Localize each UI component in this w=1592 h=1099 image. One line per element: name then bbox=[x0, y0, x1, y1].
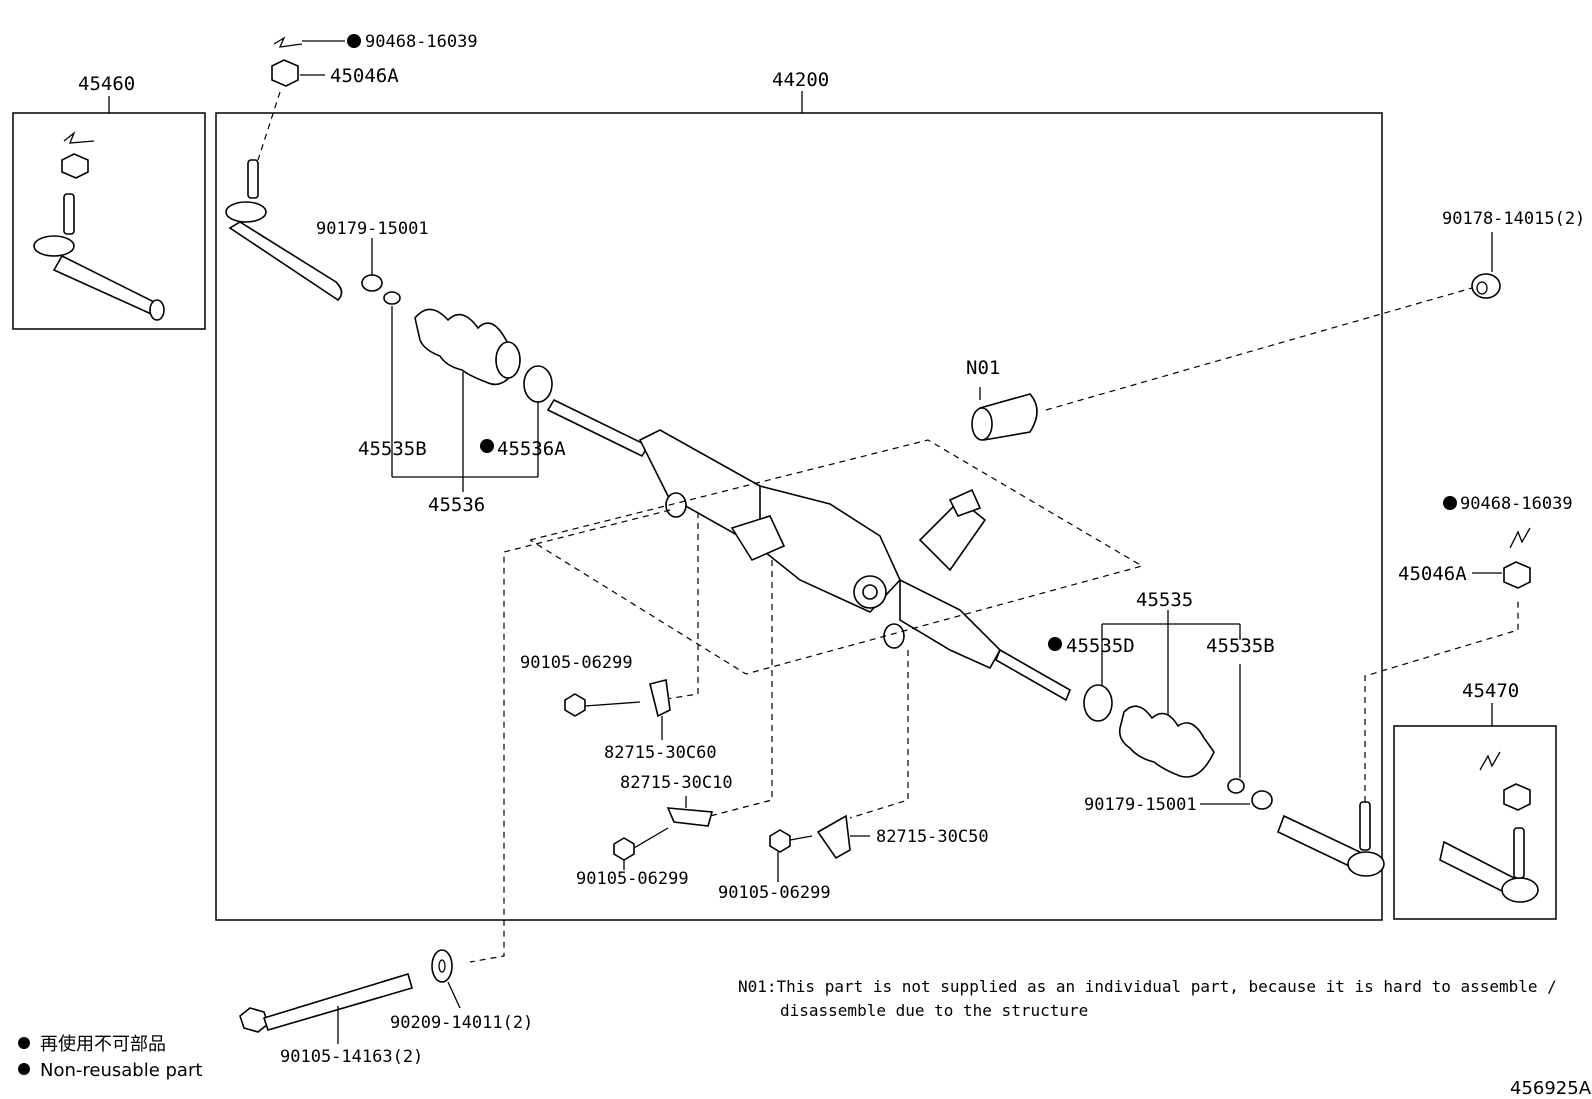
tie-rod-end-left-main bbox=[225, 159, 343, 302]
label-nut-right: 45046A bbox=[1398, 563, 1467, 585]
label-bolt-2: 90105-06299 bbox=[576, 869, 689, 889]
legend-english: Non-reusable part bbox=[40, 1060, 202, 1081]
cotter-pin-right-icon bbox=[1443, 496, 1531, 549]
label-bracket-3: 82715-30C50 bbox=[876, 827, 989, 847]
label-45460: 45460 bbox=[78, 73, 135, 95]
note-line-2: disassemble due to the structure bbox=[780, 1001, 1088, 1020]
tie-rod-end-right-main bbox=[1276, 801, 1385, 877]
non-reusable-dot-45535D bbox=[1048, 637, 1062, 651]
legend-dot-jp bbox=[18, 1037, 30, 1049]
legend-japanese: 再使用不可部品 bbox=[40, 1034, 166, 1055]
boot-right-illustration bbox=[1118, 705, 1215, 778]
note-line-1: N01:This part is not supplied as an indi… bbox=[738, 977, 1557, 996]
box-44200 bbox=[215, 112, 1383, 921]
mount-bolt-icon bbox=[239, 972, 413, 1044]
label-clamp-left: 45536A bbox=[497, 438, 566, 460]
bushing-n01-icon bbox=[971, 387, 1038, 441]
label-cotter-pin-right: 90468-16039 bbox=[1460, 494, 1573, 514]
cotter-pin-left-icon bbox=[273, 34, 361, 48]
figure-id: 456925A bbox=[1510, 1078, 1592, 1099]
box-45470 bbox=[1393, 725, 1557, 920]
label-bushing-right: 90178-14015(2) bbox=[1442, 209, 1585, 229]
tie-rod-end-right-illustration bbox=[1439, 751, 1539, 903]
label-44200: 44200 bbox=[772, 69, 829, 91]
label-clamp-right: 45535D bbox=[1066, 635, 1135, 657]
steering-rack-illustration bbox=[546, 398, 1072, 702]
clip-right-icon bbox=[1227, 778, 1245, 794]
label-lock-nut-right: 90179-15001 bbox=[1084, 795, 1197, 815]
label-boot-right: 45535B bbox=[1206, 635, 1275, 657]
bracket-3-icon bbox=[816, 814, 870, 860]
leader-tree-45536 bbox=[391, 306, 539, 492]
clamp-left-icon bbox=[523, 365, 553, 403]
lock-nut-left-icon bbox=[361, 238, 383, 292]
label-lock-nut-left: 90179-15001 bbox=[316, 219, 429, 239]
bracket-1-icon bbox=[649, 679, 671, 740]
nut-left-icon bbox=[271, 59, 325, 87]
bolt-2-icon bbox=[613, 827, 669, 870]
bushing-right-icon bbox=[1471, 232, 1501, 299]
label-45470: 45470 bbox=[1462, 680, 1519, 702]
label-bracket-1: 82715-30C60 bbox=[604, 743, 717, 763]
box-45460 bbox=[12, 112, 206, 330]
label-boot-kit-left: 45536 bbox=[428, 494, 485, 516]
label-washer: 90209-14011(2) bbox=[390, 1013, 533, 1033]
label-cotter-pin-left: 90468-16039 bbox=[365, 32, 478, 52]
label-bolt-3: 90105-06299 bbox=[718, 883, 831, 903]
label-boot-kit-right: 45535 bbox=[1136, 589, 1193, 611]
bracket-2-icon bbox=[666, 796, 714, 827]
leader-tree-45535 bbox=[1101, 610, 1241, 778]
non-reusable-dot-45536A bbox=[480, 439, 494, 453]
boot-left-illustration bbox=[414, 308, 521, 386]
bolt-1-icon bbox=[564, 693, 641, 717]
label-bolt-1: 90105-06299 bbox=[520, 653, 633, 673]
lock-nut-right-icon bbox=[1200, 790, 1273, 810]
label-bracket-2: 82715-30C10 bbox=[620, 773, 733, 793]
label-nut-left: 45046A bbox=[330, 65, 399, 87]
label-n01: N01 bbox=[966, 357, 1000, 379]
nut-right-icon bbox=[1472, 561, 1531, 589]
legend-dot-en bbox=[18, 1063, 30, 1075]
label-boot-left: 45535B bbox=[358, 438, 427, 460]
clamp-right-icon bbox=[1083, 684, 1113, 722]
washer-icon bbox=[431, 949, 461, 1009]
clip-left-icon bbox=[383, 291, 401, 305]
legend: 再使用不可部品 Non-reusable part bbox=[18, 1034, 202, 1081]
bolt-3-icon bbox=[769, 829, 813, 882]
tie-rod-end-left-illustration bbox=[33, 130, 165, 321]
label-mount-bolt: 90105-14163(2) bbox=[280, 1047, 423, 1067]
